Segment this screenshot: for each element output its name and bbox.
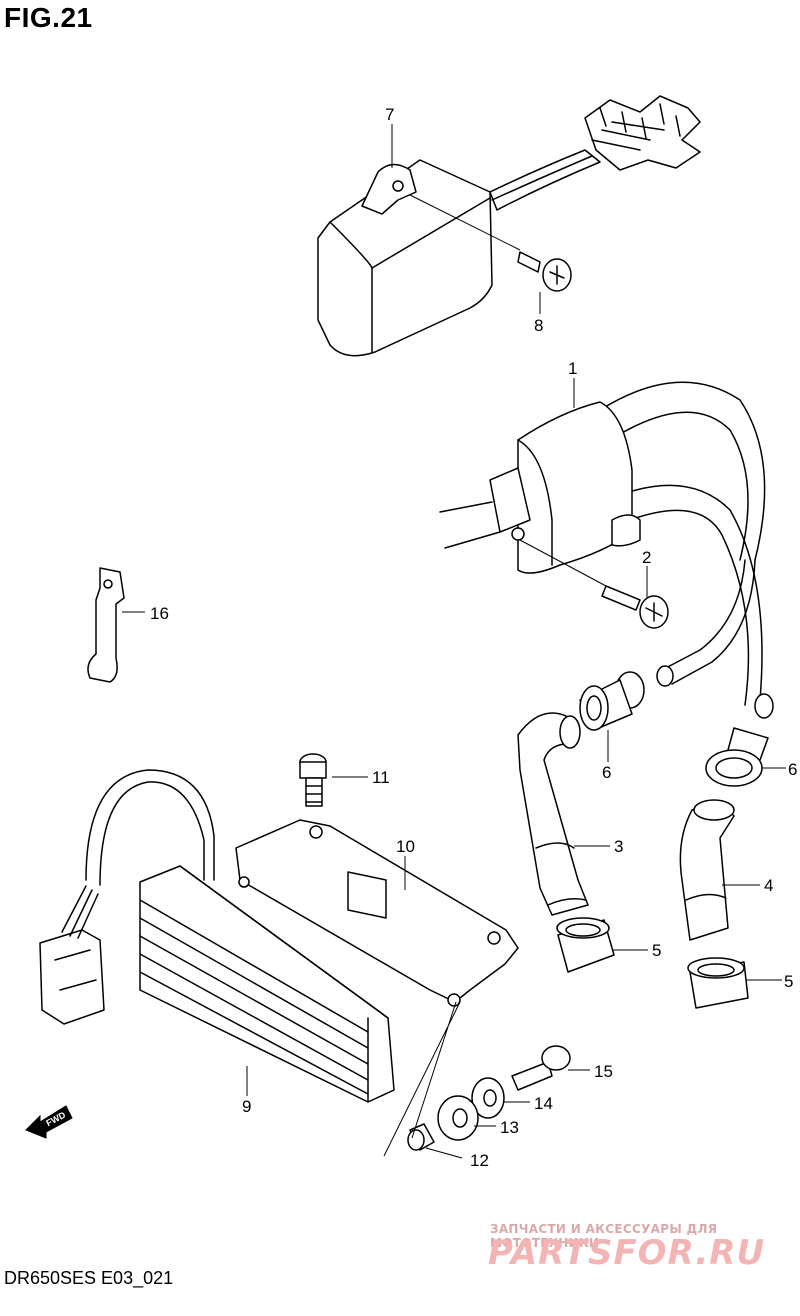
watermark-caption: ЗАПЧАСТИ И АКСЕССУАРЫ ДЛЯ МОТОТЕХНИКИ [490, 1222, 718, 1250]
footer-model-code: DR650SES E03_021 [4, 1268, 174, 1288]
callout-5b: 5 [784, 972, 793, 991]
leader-lines [122, 124, 786, 1159]
part-12-collar[interactable] [407, 1123, 435, 1151]
figure-title: FIG.21 [4, 2, 93, 33]
callout-6b: 6 [788, 760, 797, 779]
part-16-bracket[interactable] [87, 567, 125, 683]
callout-13: 13 [500, 1118, 519, 1137]
callout-2: 2 [642, 548, 651, 567]
callout-3: 3 [614, 837, 623, 856]
part-9-regulator[interactable] [39, 769, 395, 1103]
part-13-grommet[interactable] [437, 1095, 479, 1141]
assembly-lines [383, 1001, 461, 1157]
part-10-bracket[interactable] [235, 819, 519, 1007]
callout-labels: 7 8 1 2 16 6 6 3 4 5 5 11 10 9 15 14 13 … [150, 105, 797, 1170]
watermark-logo: PARTSFOR.RU [488, 1233, 766, 1273]
callout-7: 7 [385, 105, 394, 124]
part-8-screw[interactable] [409, 194, 572, 292]
callout-15: 15 [594, 1062, 613, 1081]
callout-10: 10 [396, 837, 415, 856]
fwd-arrow-icon: FWD [25, 1105, 73, 1139]
callout-4: 4 [764, 876, 773, 895]
part-3-plug-cap[interactable] [517, 712, 589, 916]
callout-9: 9 [242, 1097, 251, 1116]
part-4-plug-cap[interactable] [679, 799, 735, 941]
part-6a-grommet[interactable] [579, 671, 645, 731]
callout-5a: 5 [652, 941, 661, 960]
part-15-bolt[interactable] [511, 1045, 571, 1091]
part-6b-grommet[interactable] [705, 727, 769, 787]
part-11-bolt[interactable] [299, 753, 327, 807]
part-1-ignition-coil[interactable] [439, 381, 774, 719]
part-14-washer[interactable] [471, 1077, 505, 1119]
callout-14: 14 [534, 1094, 553, 1113]
callout-12: 12 [470, 1151, 489, 1170]
part-5a-boot[interactable] [556, 917, 615, 973]
part-2-screw[interactable] [519, 539, 669, 629]
callout-6a: 6 [602, 763, 611, 782]
callout-11: 11 [372, 768, 390, 787]
part-7-cdi-unit[interactable] [317, 95, 701, 357]
part-5b-boot[interactable] [687, 957, 749, 1009]
callout-8: 8 [534, 316, 543, 335]
callout-16: 16 [150, 604, 169, 623]
callout-1: 1 [568, 359, 577, 378]
